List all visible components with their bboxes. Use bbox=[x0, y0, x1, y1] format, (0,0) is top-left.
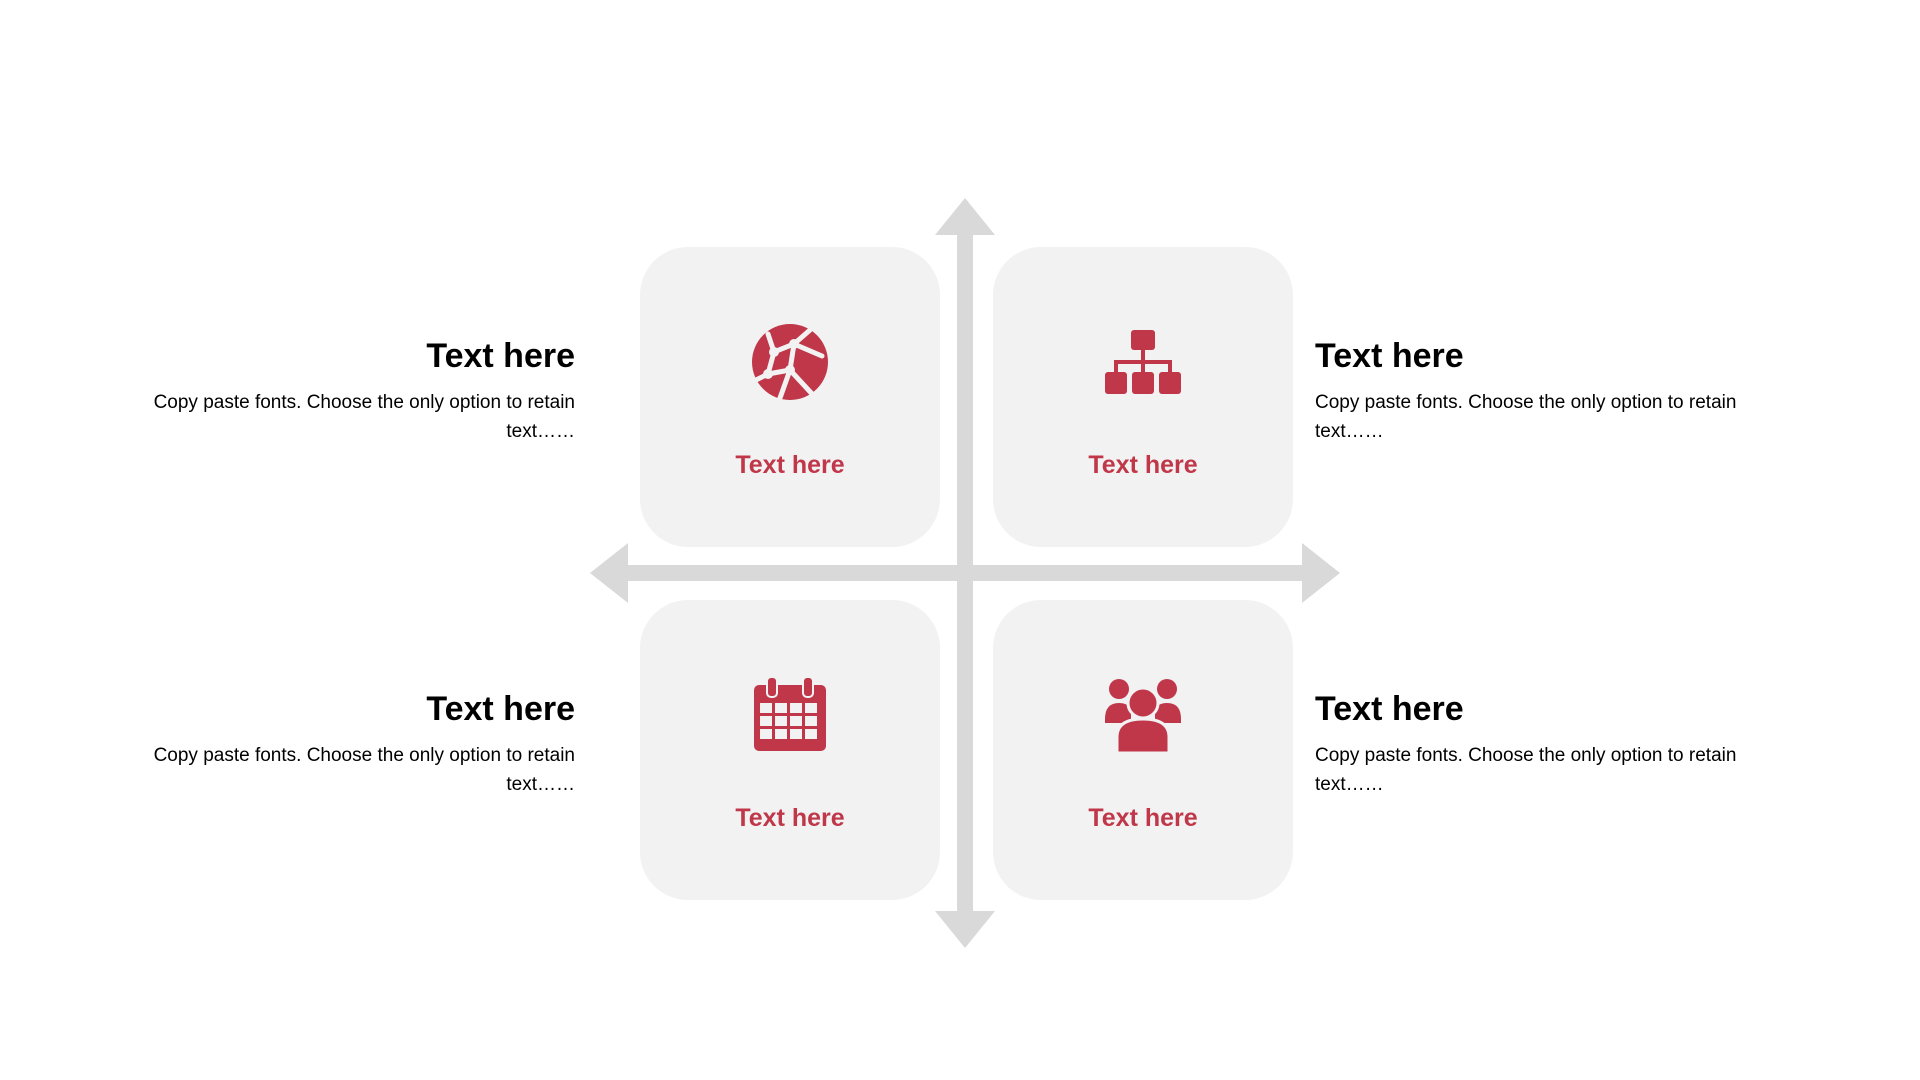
horizontal-axis-arrow-right bbox=[1302, 543, 1340, 603]
card-label: Text here bbox=[735, 451, 845, 479]
quadrant-card-top-right: Text here bbox=[993, 247, 1293, 547]
quadrant-card-bottom-right: Text here bbox=[993, 600, 1293, 900]
side-body: Copy paste fonts. Choose the only option… bbox=[1315, 392, 1737, 442]
horizontal-axis-arrow-left bbox=[590, 543, 628, 603]
horizontal-axis-line bbox=[620, 565, 1310, 581]
side-text-top-right: Text here Copy paste fonts. Choose the o… bbox=[1315, 336, 1775, 446]
side-heading: Text here bbox=[426, 690, 575, 728]
globe-network-icon bbox=[752, 324, 828, 401]
vertical-axis-arrow-down bbox=[935, 911, 995, 948]
side-heading: Text here bbox=[1315, 690, 1464, 728]
vertical-axis-arrow-up bbox=[935, 198, 995, 235]
quadrant-card-bottom-left: Text here bbox=[640, 600, 940, 900]
side-heading: Text here bbox=[426, 337, 575, 375]
quadrant-card-top-left: Text here bbox=[640, 247, 940, 547]
card-label: Text here bbox=[1088, 451, 1198, 479]
calendar-icon bbox=[754, 676, 826, 751]
side-heading: Text here bbox=[1315, 337, 1464, 375]
team-icon bbox=[1105, 679, 1181, 755]
org-chart-icon bbox=[1105, 330, 1181, 394]
side-body: Copy paste fonts. Choose the only option… bbox=[153, 745, 575, 795]
side-body: Copy paste fonts. Choose the only option… bbox=[153, 392, 575, 442]
side-text-bottom-left: Text here Copy paste fonts. Choose the o… bbox=[115, 689, 575, 799]
side-text-top-left: Text here Copy paste fonts. Choose the o… bbox=[115, 336, 575, 446]
side-body: Copy paste fonts. Choose the only option… bbox=[1315, 745, 1737, 795]
card-label: Text here bbox=[1088, 804, 1198, 832]
side-text-bottom-right: Text here Copy paste fonts. Choose the o… bbox=[1315, 689, 1775, 799]
card-label: Text here bbox=[735, 804, 845, 832]
